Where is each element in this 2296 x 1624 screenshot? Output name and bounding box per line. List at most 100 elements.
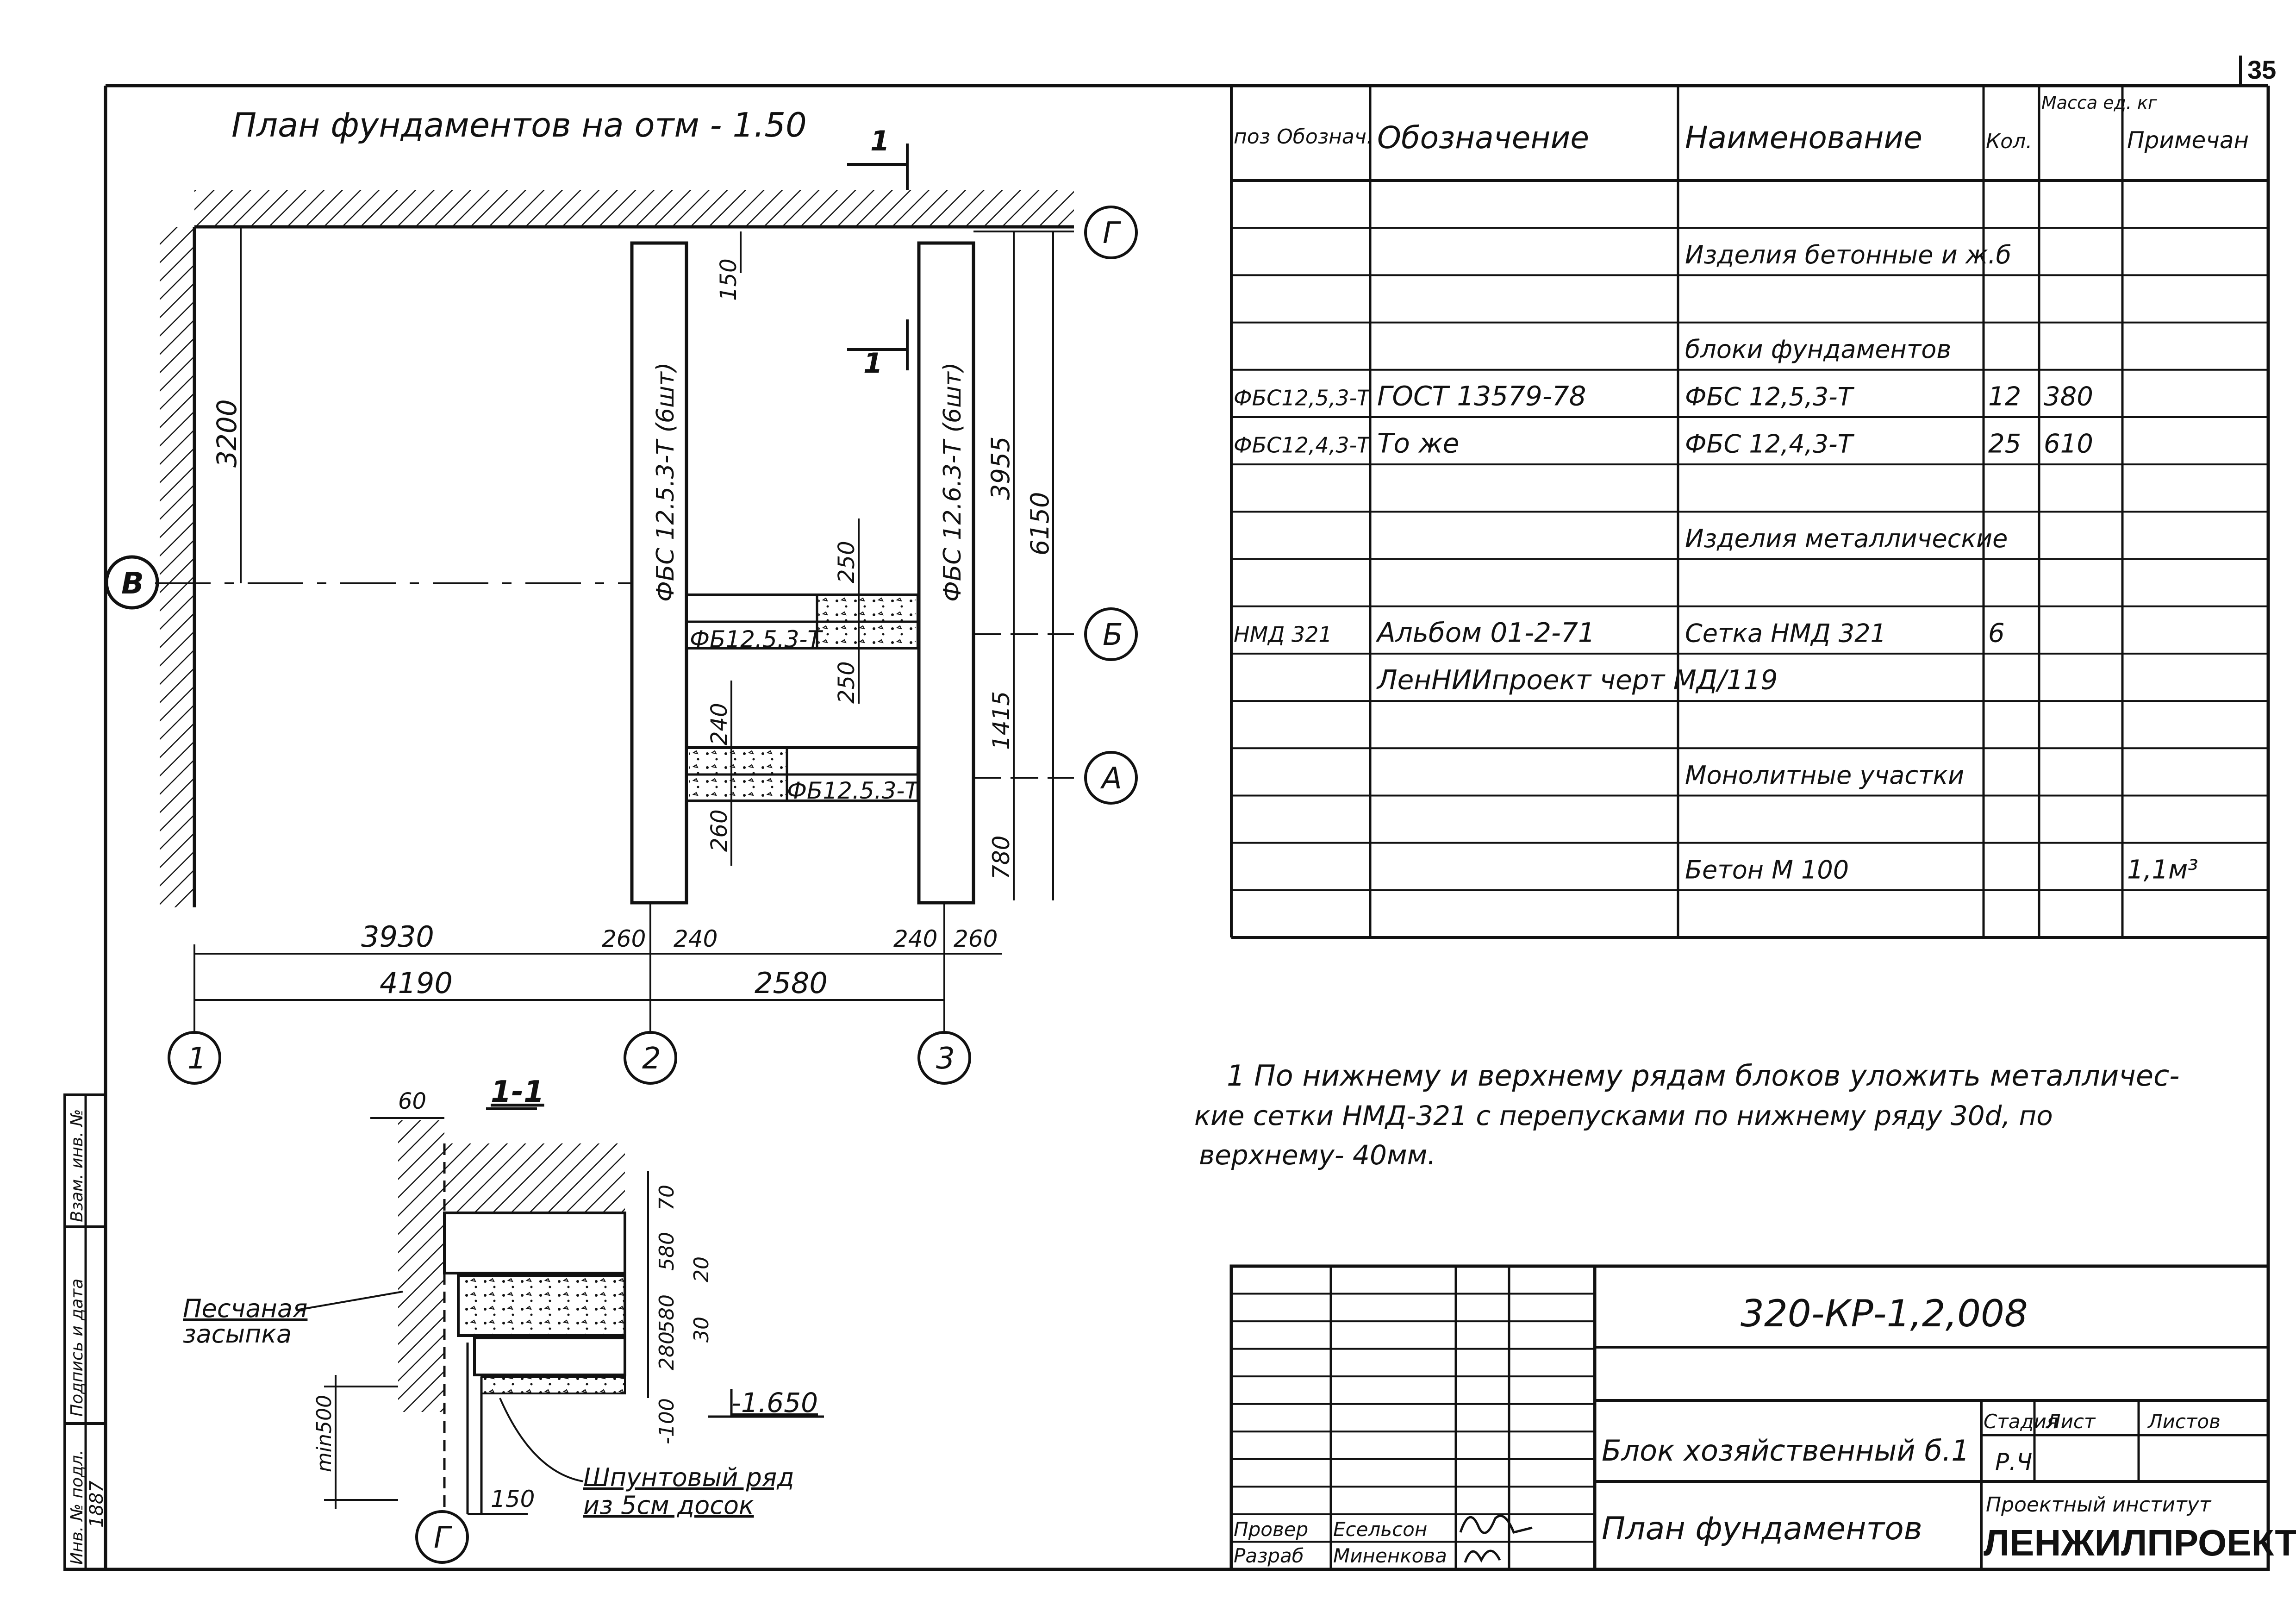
note-line-1: 1 По нижнему и верхнему рядам блоков уло… [1227,1059,2180,1093]
section-dim-280: 280 [655,1331,679,1370]
spec-cell-name: Монолитные участки [1685,761,1964,790]
spec-cell-qty: 25 [1988,429,2021,459]
dim-6150: 6150 [1025,492,1054,556]
section-dim-580-a: 580 [655,1232,679,1271]
hdr-name: Наименование [1685,120,1922,156]
tb-name-1: Есельсон [1333,1518,1427,1541]
dim-2580: 2580 [755,966,828,1000]
spec-cell-designation: ГОСТ 13579-78 [1377,380,1586,412]
spec-cell-qty: 12 [1988,381,2021,412]
dim-3200: 3200 [211,399,243,468]
dim-150: 150 [716,258,742,301]
tb-institute-2: ЛЕНЖИЛПРОЕКТ [1984,1522,2296,1563]
stamp-inv-no: 1887 [86,1480,107,1528]
section-title: 1-1 [491,1075,544,1109]
dim-250-a: 250 [834,541,860,583]
spec-cell-pos: ФБС12,5,3-Т [1234,385,1372,410]
dim-3930: 3930 [361,920,434,954]
foundation-plan: План фундаментов на отм - 1.50 ФБС 12.5.… [105,106,1138,1085]
spec-cell-name: Сетка НМД 321 [1685,618,1886,648]
section-dim-580-b: 580 [655,1294,679,1333]
section-axis-G: Г [434,1521,452,1555]
section-concrete-prep [480,1376,626,1394]
axis-3: 3 [936,1042,955,1076]
dim-260: 260 [706,809,732,852]
spec-cell-mass: 380 [2044,381,2093,412]
spec-cell-pos: ФБС12,4,3-Т [1234,433,1372,458]
stamp-label-2: Подпись и дата [68,1279,87,1417]
dim-4190: 4190 [380,966,453,1000]
block-upper-label: ФБ12.5.3-Т [690,626,823,653]
axis-A: А [1100,762,1122,796]
signature-1 [1459,1514,1533,1534]
note-line-2: кие сетки НМД-321 с перепусками по нижне… [1194,1100,2053,1131]
axis-B: Б [1103,618,1123,652]
section-dim-20: 20 [690,1256,713,1282]
spec-cell-designation: То же [1377,428,1459,459]
tb-sheet-header: Лист [2045,1410,2096,1433]
dim-260-c: 260 [954,925,998,952]
hdr-qty: Кол. [1986,130,2032,153]
spec-cell-qty: 6 [1988,618,2005,648]
spec-cell-name: ФБС 12,4,3-Т [1685,430,1855,459]
dim-240-c: 240 [893,925,937,952]
side-stamp: Взам. инв. № Подпись и дата Инв. № подл.… [63,1093,107,1571]
section-block-mid [457,1274,626,1337]
stamp-label-1: Инв. № подл. [68,1450,87,1565]
dim-250-b: 250 [834,661,860,704]
spec-cell-designation: Альбом 01-2-71 [1375,617,1595,648]
tb-stage: Р.Ч [1995,1449,2032,1475]
axis-1: 1 [187,1042,206,1076]
spec-cell-name: Изделия металлические [1685,524,2008,553]
stamp-label-3: Взам. инв. № [68,1109,87,1222]
axis-2: 2 [642,1042,661,1076]
notes: 1 По нижнему и верхнему рядам блоков уло… [1194,1059,2180,1171]
section-dim-30: 30 [690,1317,713,1343]
signature-2 [1464,1549,1501,1563]
dim-260-b: 260 [602,925,646,952]
hdr-mass: Масса ед. кг [2041,93,2158,113]
tb-institute-1: Проектный институт [1986,1493,2212,1517]
hdr-note: Примечан [2127,127,2249,154]
sand-label-2: засыпка [183,1319,292,1349]
tb-object: Блок хозяйственный б.1 [1602,1434,1970,1468]
spec-cell-name: блоки фундаментов [1685,335,1951,364]
section-mark-top: 1 [870,125,890,157]
section-dim-150: 150 [491,1486,535,1512]
foundation-wall-axis-3 [917,241,975,905]
sand-label-1: Песчаная [183,1294,307,1323]
hdr-designation: Обозначение [1377,120,1589,156]
spec-cell-mass: 610 [2044,429,2093,459]
spec-cell-name: ФБС 12,5,3-Т [1685,382,1855,411]
section-mark-mid: 1 [863,347,883,380]
plank-label-1: Шпунтовый ряд [583,1463,794,1492]
specification-table: поз Обознач. Обозначение Наименование Ко… [1230,86,2270,939]
wall-3-label: ФБС 12.6.3-Т (6шт) [939,362,967,602]
wall-2-label: ФБС 12.5.3-Т (6шт) [652,362,680,602]
title-block: 320-КР-1,2,008 Блок хозяйственный б.1 Пл… [1229,1264,2296,1571]
block-lower-label: ФБ12.5.3-Т [787,777,920,804]
tb-stage-header: Стадия [1984,1410,2058,1433]
axis-V: В [121,567,144,601]
spec-cell-note: 1,1м³ [2127,855,2198,885]
section-dim-min500: min500 [312,1395,336,1472]
spec-cell-designation: ЛенНИИпроект черт МД/119 [1376,664,1778,696]
axis-G: Г [1103,216,1121,250]
hdr-pos: поз Обознач. [1234,125,1373,149]
dim-240-b: 240 [674,925,718,952]
spec-cell-name: Бетон М 100 [1685,855,1849,884]
tb-sheets-header: Листов [2147,1410,2221,1433]
foundation-wall-axis-2 [630,241,688,905]
section-dim-70: 70 [655,1185,679,1211]
section-level: -1.650 [731,1387,818,1418]
tb-role-1: Провер [1234,1518,1308,1541]
section-dim-100: -100 [655,1398,679,1444]
spec-cell-name: Изделия бетонные и ж.б [1685,240,2011,269]
dim-3955: 3955 [986,437,1015,500]
tb-code: 320-КР-1,2,008 [1741,1292,2028,1335]
dim-1415: 1415 [988,691,1015,750]
tb-name-2: Миненкова [1333,1544,1447,1567]
section-1-1: 1-1 60 70 580 20 580 30 280 -100 -1.650 … [183,1075,824,1564]
plank-label-2: из 5см досок [583,1491,754,1520]
